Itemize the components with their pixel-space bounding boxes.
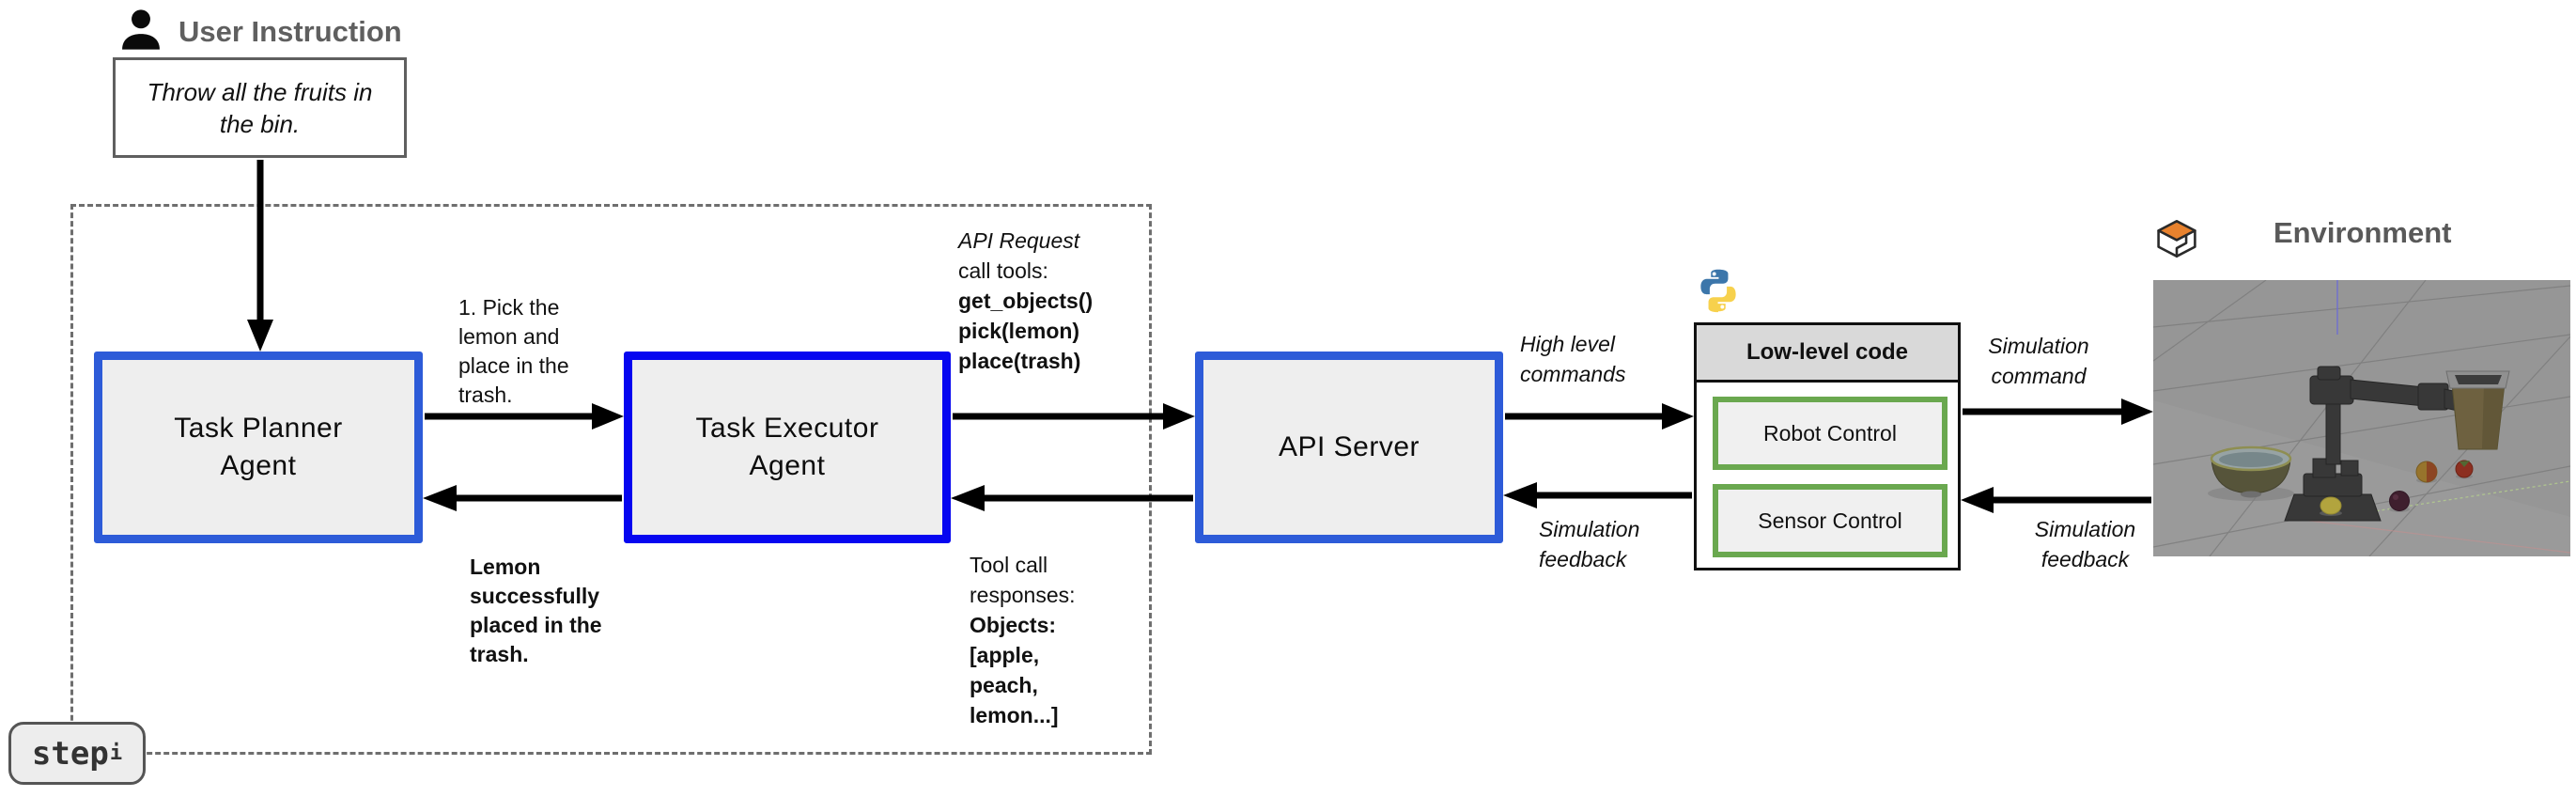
low-level-code-header: Low-level code bbox=[1697, 325, 1958, 383]
simulation-command-label: Simulation command bbox=[1988, 334, 2089, 388]
user-instruction-box: Throw all the fruits in the bin. bbox=[113, 57, 407, 158]
bowl bbox=[2208, 445, 2294, 501]
plum bbox=[2389, 491, 2410, 511]
trash-bin bbox=[2445, 370, 2510, 450]
task-executor-agent-label: Task Executor Agent bbox=[695, 413, 879, 481]
user-instruction-label: User Instruction bbox=[178, 15, 402, 48]
api-server-box: API Server bbox=[1195, 352, 1503, 543]
api-request-subtitle: call tools: bbox=[958, 258, 1048, 283]
task-planner-agent-box: Task Planner Agent bbox=[94, 352, 423, 543]
simulation-feedback-label-right: Simulation feedback bbox=[2034, 517, 2136, 571]
api-request-calls: get_objects() pick(lemon) place(trash) bbox=[958, 289, 1094, 373]
tool-response-title: Tool call responses: bbox=[970, 553, 1076, 607]
api-request-annotation: API Request call tools: get_objects() pi… bbox=[958, 226, 1137, 376]
fruits bbox=[2320, 460, 2474, 516]
environment-label: Environment bbox=[2273, 216, 2452, 249]
sensor-control-label: Sensor Control bbox=[1758, 508, 1902, 533]
low-level-code-box: Low-level code Robot Control Sensor Cont… bbox=[1694, 322, 1961, 570]
api-request-title: API Request bbox=[958, 228, 1080, 253]
simulator-cube-icon bbox=[2157, 220, 2196, 258]
user-instruction-text: Throw all the fruits in the bin. bbox=[147, 77, 373, 138]
robot-control-module: Robot Control bbox=[1713, 397, 1948, 470]
arrow-api-to-lowlevel bbox=[1505, 403, 1694, 430]
arrow-lowlevel-to-environment bbox=[1963, 398, 2153, 425]
sensor-control-module: Sensor Control bbox=[1713, 484, 1948, 557]
plan-result-annotation: Lemon successfully placed in the trash. bbox=[470, 555, 602, 666]
simulation-feedback-label-mid: Simulation feedback bbox=[1539, 517, 1640, 571]
robot-control-label: Robot Control bbox=[1763, 420, 1897, 445]
task-executor-agent-box: Task Executor Agent bbox=[624, 352, 951, 543]
strawberry bbox=[2455, 460, 2474, 478]
tool-response-annotation: Tool call responses: Objects: [apple, pe… bbox=[970, 550, 1139, 730]
step-loop-container bbox=[70, 204, 1152, 755]
arrow-environment-to-lowlevel bbox=[1961, 487, 2151, 513]
step-badge-text: step bbox=[31, 734, 109, 773]
arrow-lowlevel-to-api bbox=[1503, 482, 1692, 508]
red-axis-line bbox=[2293, 518, 2570, 554]
high-level-commands-label: High level commands bbox=[1520, 332, 1626, 386]
tool-response-objects: Objects: [apple, peach, lemon...] bbox=[970, 613, 1059, 727]
simulation-screenshot bbox=[2153, 280, 2570, 556]
low-level-code-label: Low-level code bbox=[1746, 339, 1909, 365]
python-logo-icon bbox=[1700, 269, 1736, 313]
plan-step-annotation: 1. Pick the lemon and place in the trash… bbox=[458, 295, 569, 407]
api-server-label: API Server bbox=[1278, 431, 1420, 462]
task-planner-agent-label: Task Planner Agent bbox=[174, 413, 343, 481]
person-icon bbox=[122, 9, 160, 50]
lemon bbox=[2320, 496, 2342, 515]
